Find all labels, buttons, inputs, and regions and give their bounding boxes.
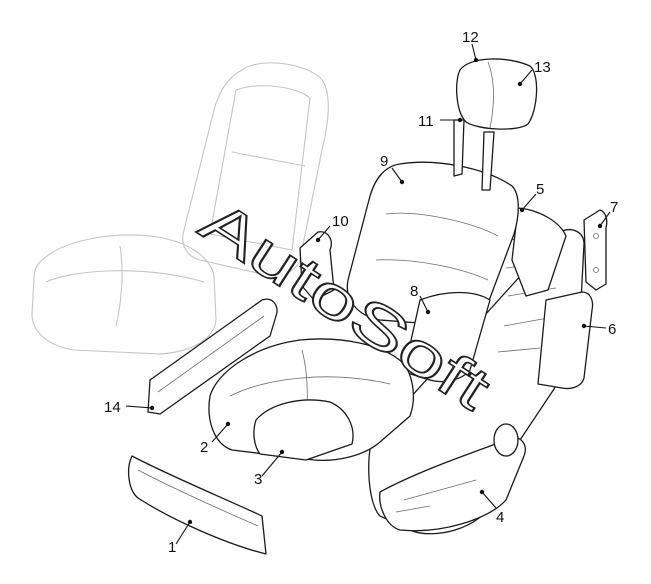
part-5-backrest-frame — [511, 207, 567, 297]
part-6-module — [537, 291, 594, 390]
part-4-seat-frame — [368, 229, 585, 535]
callout-labels: 1 2 3 4 5 6 7 8 9 10 11 12 13 14 — [104, 29, 618, 556]
callout-11: 11 — [418, 113, 434, 130]
leader-lines — [125, 43, 611, 545]
callout-13: 13 — [534, 59, 551, 76]
part-11-headrest-posts — [453, 119, 495, 191]
callout-4: 4 — [496, 509, 504, 526]
callout-12: 12 — [462, 29, 479, 46]
callout-9: 9 — [380, 153, 388, 170]
part-14-side-trim — [147, 298, 278, 415]
ghost-cushion — [31, 234, 217, 355]
callout-10: 10 — [332, 213, 349, 230]
callout-8: 8 — [410, 283, 418, 300]
callout-1: 1 — [168, 539, 176, 556]
part-10-bracket — [299, 231, 335, 301]
part-1-front-trim — [127, 455, 267, 555]
callout-7: 7 — [610, 199, 618, 216]
callout-5: 5 — [536, 181, 544, 198]
part-12-13-headrest — [455, 58, 538, 130]
callout-6: 6 — [608, 321, 616, 338]
callout-2: 2 — [200, 439, 208, 456]
part-7-side-bracket — [583, 209, 608, 291]
ghost-seat — [31, 62, 329, 355]
callout-3: 3 — [254, 471, 262, 488]
part-8-backrest-rear — [403, 291, 491, 383]
ghost-backrest — [182, 62, 329, 276]
callout-14: 14 — [104, 399, 121, 416]
part-2-3-seat-cushion — [208, 338, 415, 462]
